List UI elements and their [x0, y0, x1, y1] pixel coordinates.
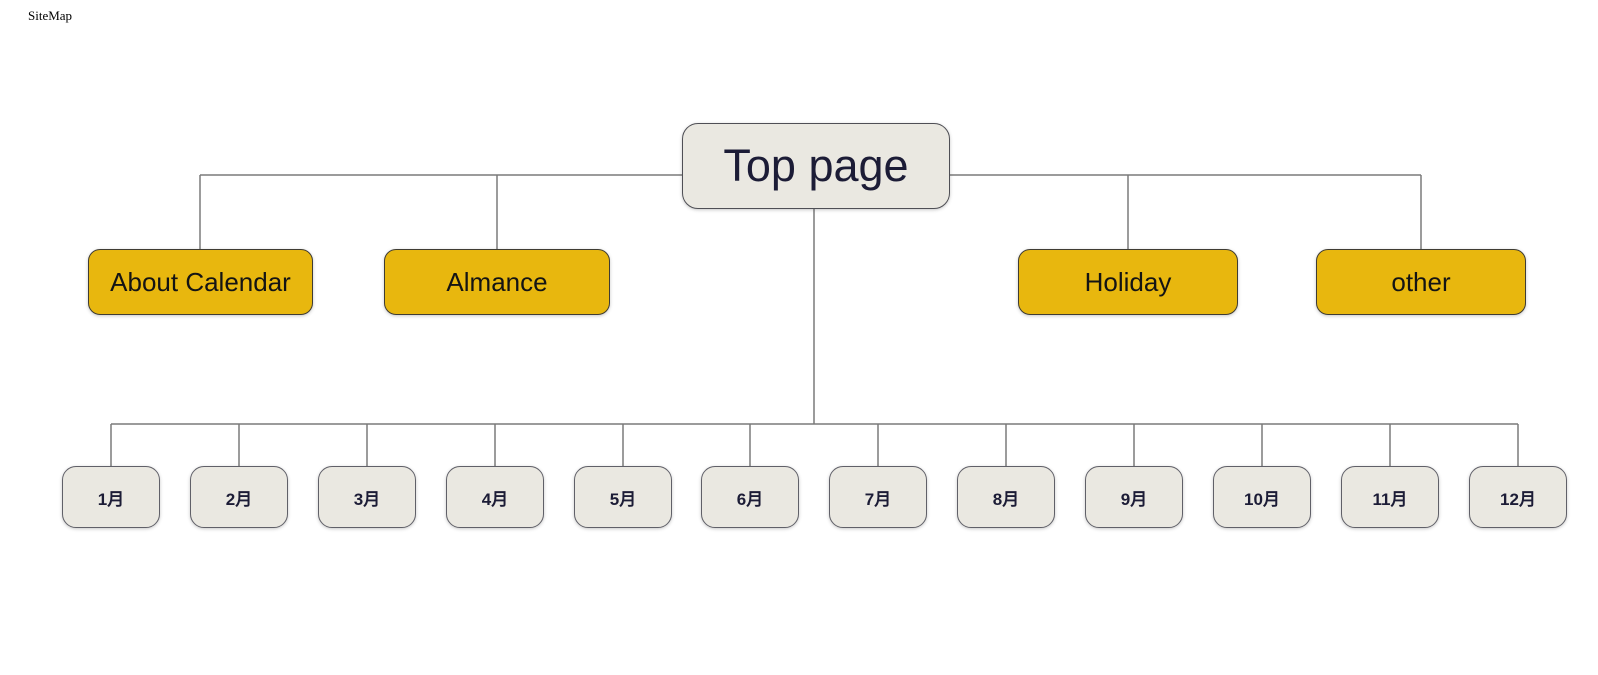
node-month-3[interactable]: 3月 — [318, 466, 416, 528]
node-month-11[interactable]: 11月 — [1341, 466, 1439, 528]
node-other[interactable]: other — [1316, 249, 1526, 315]
node-month-8[interactable]: 8月 — [957, 466, 1055, 528]
node-almance[interactable]: Almance — [384, 249, 610, 315]
node-top-page[interactable]: Top page — [682, 123, 950, 209]
node-month-7[interactable]: 7月 — [829, 466, 927, 528]
node-month-4[interactable]: 4月 — [446, 466, 544, 528]
node-month-6[interactable]: 6月 — [701, 466, 799, 528]
node-about-calendar[interactable]: About Calendar — [88, 249, 313, 315]
node-holiday[interactable]: Holiday — [1018, 249, 1238, 315]
node-month-1[interactable]: 1月 — [62, 466, 160, 528]
node-month-2[interactable]: 2月 — [190, 466, 288, 528]
page-title: SiteMap — [28, 8, 73, 23]
node-month-12[interactable]: 12月 — [1469, 466, 1567, 528]
node-month-9[interactable]: 9月 — [1085, 466, 1183, 528]
node-month-5[interactable]: 5月 — [574, 466, 672, 528]
node-month-10[interactable]: 10月 — [1213, 466, 1311, 528]
